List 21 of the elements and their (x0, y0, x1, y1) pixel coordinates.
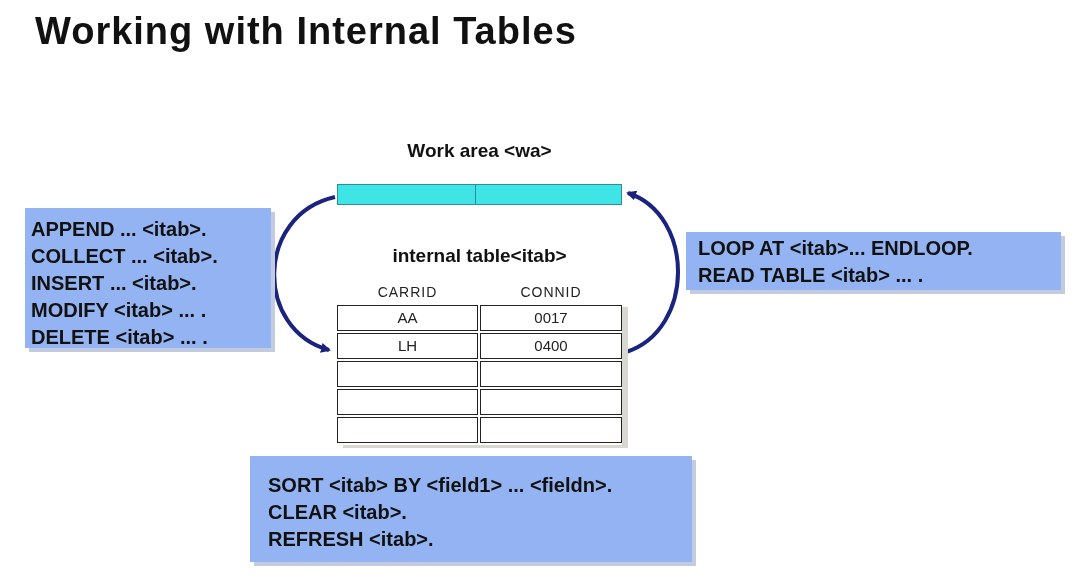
column-header: CONNID (519, 284, 583, 300)
code-line: COLLECT ... <itab>. (31, 244, 219, 269)
table-title: internal table<itab> (391, 245, 568, 267)
table-cell: 0400 (480, 333, 622, 359)
table-cell: 0017 (480, 305, 622, 331)
table-cell: LH (337, 333, 478, 359)
curved-arrow (272, 195, 336, 352)
code-line: DELETE <itab> ... . (31, 325, 209, 350)
title: Working with Internal Tables (35, 10, 577, 53)
curved-arrow (625, 191, 680, 354)
code-line: LOOP AT <itab>... ENDLOOP. (698, 236, 974, 261)
code-line: READ TABLE <itab> ... . (698, 263, 925, 288)
code-line: MODIFY <itab> ... . (31, 298, 208, 323)
code-line: APPEND ... <itab>. (31, 217, 208, 242)
code-line: CLEAR <itab>. (268, 500, 408, 525)
code-line: SORT <itab> BY <field1> ... <fieldn>. (268, 473, 614, 498)
column-header: CARRID (376, 284, 439, 300)
work-area-label: Work area <wa> (406, 140, 553, 162)
table-cell: AA (337, 305, 478, 331)
code-line: REFRESH <itab>. (268, 527, 435, 552)
code-line: INSERT ... <itab>. (31, 271, 198, 296)
